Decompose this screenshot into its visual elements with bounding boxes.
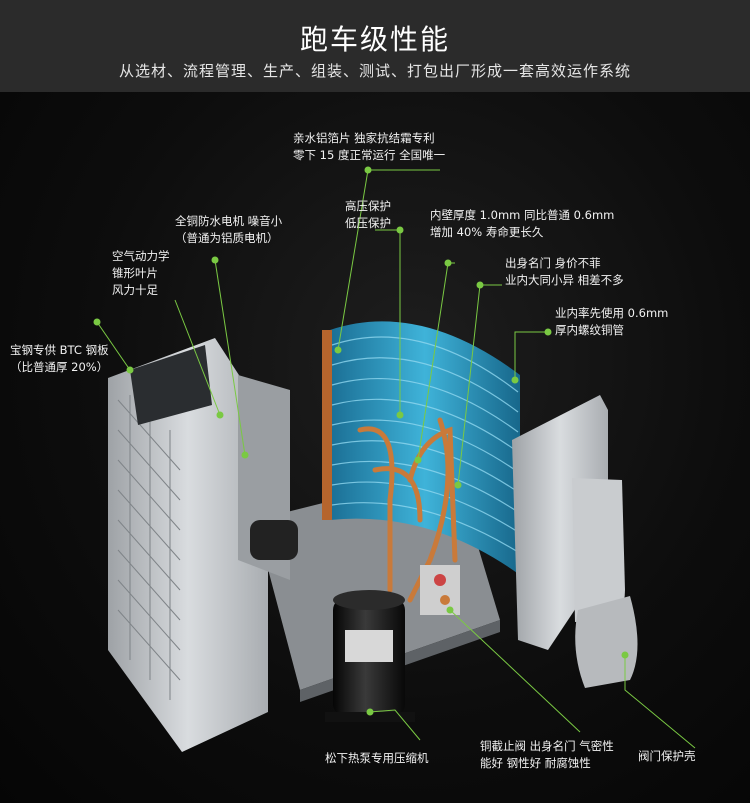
header-band: 跑车级性能 从选材、流程管理、生产、组装、测试、打包出厂形成一套高效运作系统 [0,0,750,92]
right-front-panel [572,478,625,622]
coil-copper-ends [322,330,332,520]
compressor-foot [325,712,415,722]
callout-fan-blade: 空气动力学锥形叶片风力十足 [112,249,170,297]
callout-brand: 出身名门 身价不菲业内大同小异 相差不多 [505,256,624,287]
callout-pressure-protection: 高压保护低压保护 [345,199,391,230]
callout-valve-cover: 阀门保护壳 [638,749,696,763]
callout-steel-plate: 宝钢专供 BTC 钢板（比普通厚 20%） [10,343,109,374]
callout-foil: 亲水铝箔片 独家抗结霜专利零下 15 度正常运行 全国唯一 [293,131,446,162]
fan-motor [250,520,298,560]
copper-pipes [357,417,458,603]
page-subtitle: 从选材、流程管理、生产、组装、测试、打包出厂形成一套高效运作系统 [118,62,631,80]
front-panel [108,338,268,752]
page-title: 跑车级性能 [299,23,450,56]
fan-grille [117,395,181,700]
callout-motor: 全铜防水电机 噪音小（普通为铝质电机） [175,214,283,245]
callout-stop-valve: 铜截止阀 出身名门 气密性能好 钢性好 耐腐蚀性 [480,739,614,770]
panel-vent [130,345,212,425]
valve-protection-cover [575,596,638,688]
callout-compressor: 松下热泵专用压缩机 [325,751,429,765]
callout-dots [93,166,629,716]
compressor-top [333,590,405,610]
stop-valve-block [420,565,460,615]
compressor-label [345,630,393,662]
